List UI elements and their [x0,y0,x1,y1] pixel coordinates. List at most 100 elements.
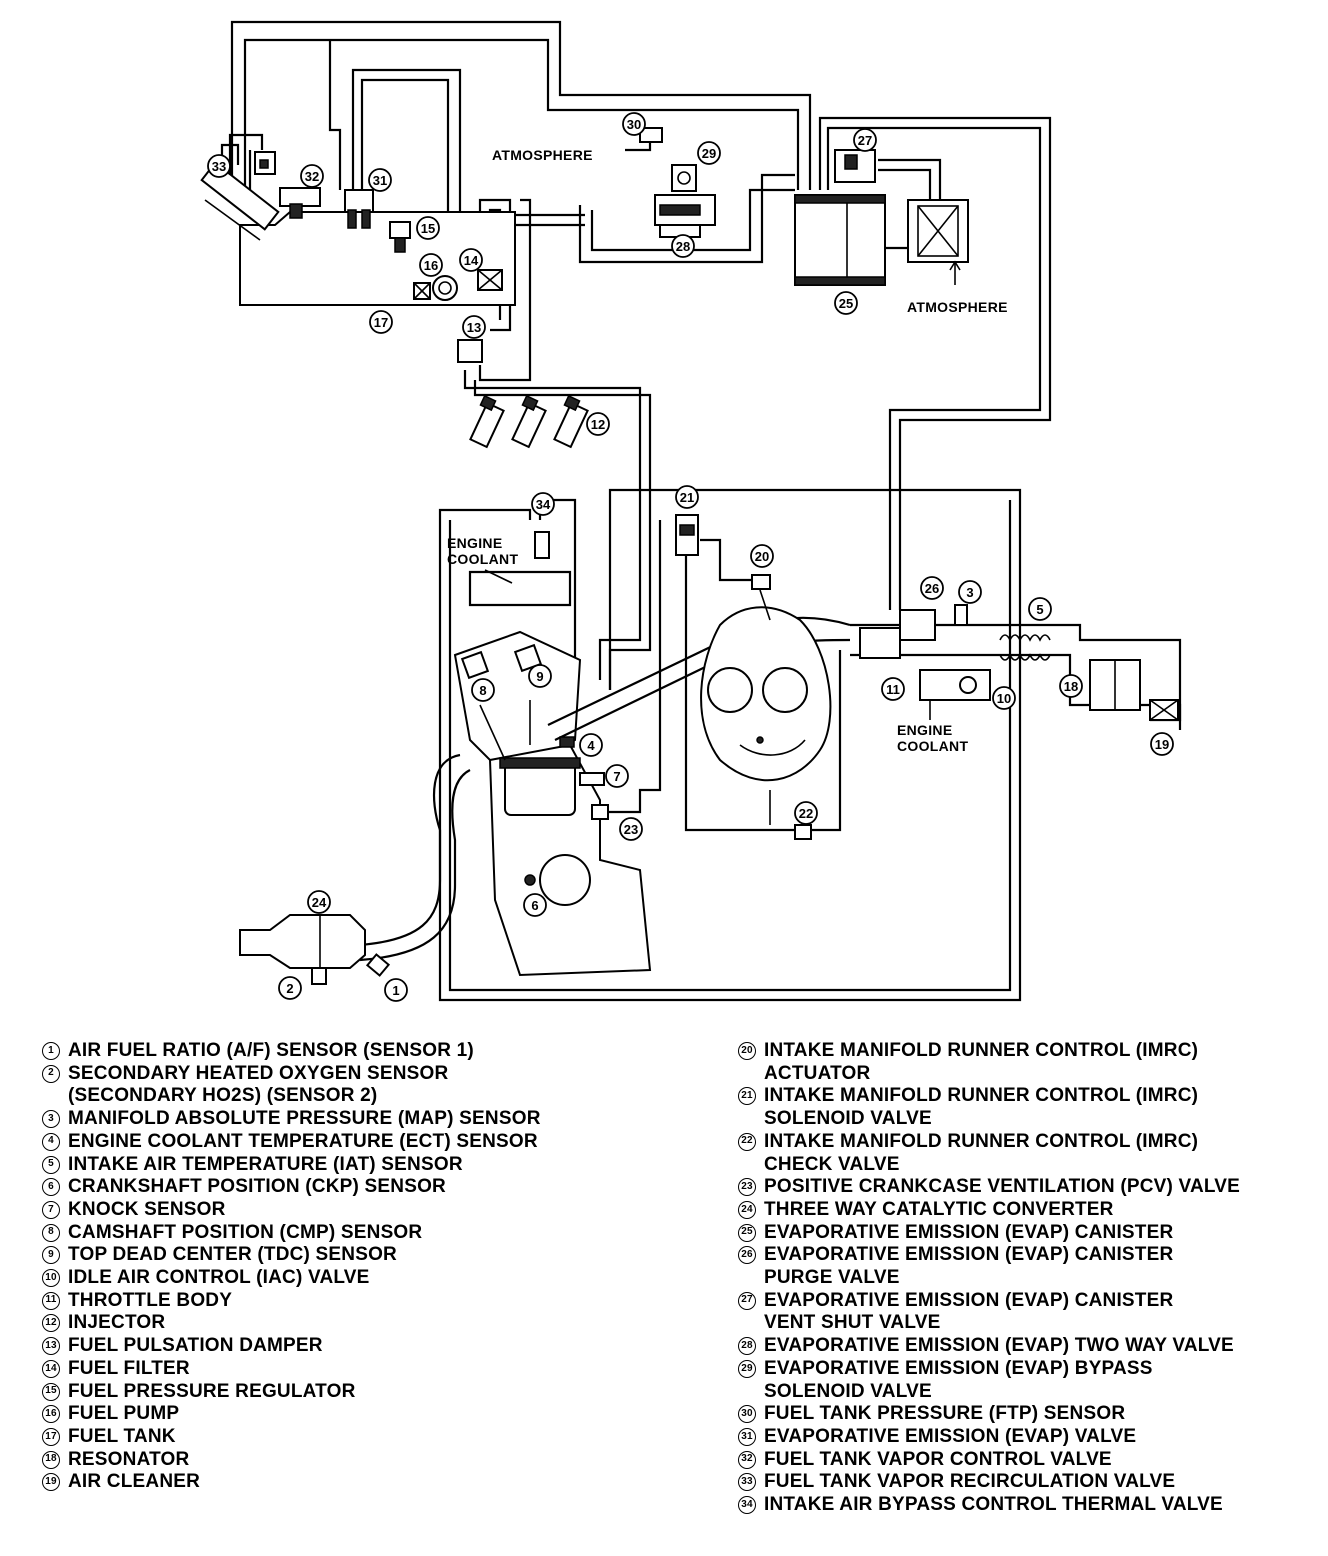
legend-text: THREE WAY CATALYTIC CONVERTER [764,1198,1114,1220]
legend-text: EVAPORATIVE EMISSION (EVAP) CANISTER PUR… [764,1244,1174,1289]
legend-item-30: 30 FUEL TANK PRESSURE (FTP) SENSOR [738,1403,1318,1426]
legend-text: EVAPORATIVE EMISSION (EVAP) CANISTER [764,1221,1174,1243]
legend-number: 12 [42,1314,60,1333]
callout-22: 22 [794,801,818,825]
legend-text: EVAPORATIVE EMISSION (EVAP) TWO WAY VALV… [764,1335,1234,1357]
legend-number: 25 [738,1223,756,1242]
legend-item-28: 28 EVAPORATIVE EMISSION (EVAP) TWO WAY VA… [738,1335,1318,1358]
legend-number: 2 [42,1064,60,1083]
legend-number: 16 [42,1405,60,1424]
legend-text: INJECTOR [68,1312,166,1334]
legend-number: 19 [42,1473,60,1492]
svg-text:8: 8 [479,683,486,698]
callout-26: 26 [920,576,944,600]
legend-text: CAMSHAFT POSITION (CMP) SENSOR [68,1221,423,1243]
legend-text: INTAKE MANIFOLD RUNNER CONTROL (IMRC) SO… [764,1085,1199,1130]
svg-text:5: 5 [1036,602,1043,617]
legend-number: 21 [738,1087,756,1106]
legend-text: INTAKE AIR BYPASS CONTROL THERMAL VALVE [764,1494,1223,1516]
svg-text:13: 13 [467,320,481,335]
svg-text:1: 1 [392,983,399,998]
svg-text:28: 28 [676,239,690,254]
catalytic-converter [239,914,391,985]
legend-text: ENGINE COOLANT TEMPERATURE (ECT) SENSOR [68,1130,538,1152]
svg-text:4: 4 [587,738,595,753]
callout-25: 25 [834,291,858,315]
callout-32: 32 [300,164,324,188]
legend-number: 4 [42,1132,60,1151]
callout-13: 13 [462,315,486,339]
callout-5: 5 [1028,597,1052,621]
legend-text: FUEL FILTER [68,1357,190,1379]
callout-31: 31 [368,168,392,192]
callout-19: 19 [1150,732,1174,756]
callout-8: 8 [471,678,495,702]
legend-text: MANIFOLD ABSOLUTE PRESSURE (MAP) SENSOR [68,1108,541,1130]
svg-text:24: 24 [312,895,327,910]
callout-16: 16 [419,253,443,277]
svg-text:11: 11 [886,682,900,697]
legend-item-19: 19 AIR CLEANER [42,1471,692,1494]
legend-number: 3 [42,1110,60,1129]
legend-text: INTAKE MANIFOLD RUNNER CONTROL (IMRC) AC… [764,1040,1199,1084]
callout-34: 34 [531,492,555,516]
callout-12: 12 [586,412,610,436]
legend-text: INTAKE AIR TEMPERATURE (IAT) SENSOR [68,1153,463,1175]
svg-text:19: 19 [1155,737,1169,752]
svg-text:34: 34 [536,497,551,512]
callout-markers: 1234567891011121314151617181920212223242… [207,112,1174,1002]
callout-27: 27 [853,128,877,152]
legend-item-25: 25 EVAPORATIVE EMISSION (EVAP) CANISTER [738,1222,1318,1245]
legend-number: 28 [738,1337,756,1356]
callout-14: 14 [459,248,483,272]
legend-text: POSITIVE CRANKCASE VENTILATION (PCV) VAL… [764,1176,1241,1198]
legend-text: TOP DEAD CENTER (TDC) SENSOR [68,1244,397,1266]
svg-text:33: 33 [212,159,226,174]
svg-text:17: 17 [374,315,388,330]
legend-number: 22 [738,1132,756,1151]
legend-text: IDLE AIR CONTROL (IAC) VALVE [68,1267,370,1289]
svg-text:32: 32 [305,169,319,184]
legend-number: 30 [738,1405,756,1424]
svg-text:23: 23 [624,822,638,837]
legend-number: 20 [738,1042,756,1060]
legend-text: RESONATOR [68,1448,190,1470]
svg-text:20: 20 [755,549,769,564]
legend-number: 9 [42,1246,60,1265]
legend-text: FUEL TANK [68,1425,176,1447]
callout-1: 1 [384,978,408,1002]
callout-15: 15 [416,216,440,240]
legend-number: 8 [42,1223,60,1242]
legend-number: 5 [42,1155,60,1174]
legend-text: FUEL TANK PRESSURE (FTP) SENSOR [764,1403,1126,1425]
callout-33: 33 [207,154,231,178]
svg-text:6: 6 [531,898,538,913]
callout-21: 21 [675,485,699,509]
svg-text:29: 29 [702,146,716,161]
legend-text: EVAPORATIVE EMISSION (EVAP) BYPASS SOLEN… [764,1357,1153,1402]
callout-10: 10 [992,686,1016,710]
legend-number: 1 [42,1042,60,1060]
svg-text:12: 12 [591,417,605,432]
legend-number: 7 [42,1200,60,1219]
svg-text:3: 3 [966,585,973,600]
legend-text: EVAPORATIVE EMISSION (EVAP) VALVE [764,1425,1137,1447]
svg-text:30: 30 [627,117,641,132]
legend-number: 11 [42,1291,60,1310]
atmosphere-label-top: ATMOSPHERE [492,147,593,163]
legend-text: AIR CLEANER [68,1471,201,1493]
legend-text: FUEL TANK VAPOR CONTROL VALVE [764,1448,1112,1470]
tank-valves [254,151,374,229]
legend-number: 33 [738,1473,756,1492]
legend-number: 32 [738,1450,756,1469]
callout-17: 17 [369,310,393,334]
